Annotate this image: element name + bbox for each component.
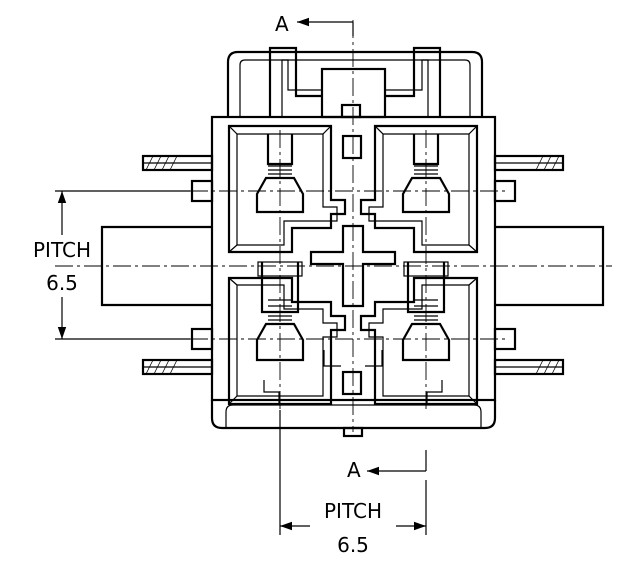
section-label-top: A: [275, 12, 289, 36]
terminal-top-left: [255, 134, 305, 214]
terminal-bottom-right: [401, 262, 451, 362]
cavity-top-right: [359, 124, 479, 254]
pitch-dimension-horizontal: PITCH 6.5: [279, 410, 427, 557]
pitch-label-vertical: PITCH: [33, 238, 91, 262]
latch-left-top: [141, 154, 214, 203]
terminal-bottom-left: [255, 262, 305, 362]
latch-right-top: [493, 154, 565, 203]
cavity-bottom-left: [227, 276, 347, 406]
main-housing: [210, 115, 497, 438]
side-boss-left: [100, 225, 212, 307]
section-marker-top: A: [275, 12, 354, 36]
section-label-bottom: A: [347, 458, 361, 482]
retainer-bars: [257, 261, 449, 404]
section-marker-bottom: A: [347, 450, 427, 482]
top-lock-housing: [226, 46, 484, 119]
pitch-value-vertical: 6.5: [46, 271, 78, 295]
latch-left-bottom: [141, 327, 214, 376]
cavity-top-left: [227, 124, 347, 254]
center-lines: [55, 20, 612, 432]
terminal-top-right: [401, 134, 451, 214]
side-boss-right: [495, 225, 605, 307]
latch-right-bottom: [493, 327, 565, 376]
pitch-value-horizontal: 6.5: [337, 533, 369, 557]
pitch-label-horizontal: PITCH: [324, 499, 382, 523]
cavity-bottom-right: [359, 276, 479, 406]
pitch-dimension-vertical: PITCH 6.5: [33, 190, 190, 340]
center-cross-rib: [309, 224, 397, 308]
